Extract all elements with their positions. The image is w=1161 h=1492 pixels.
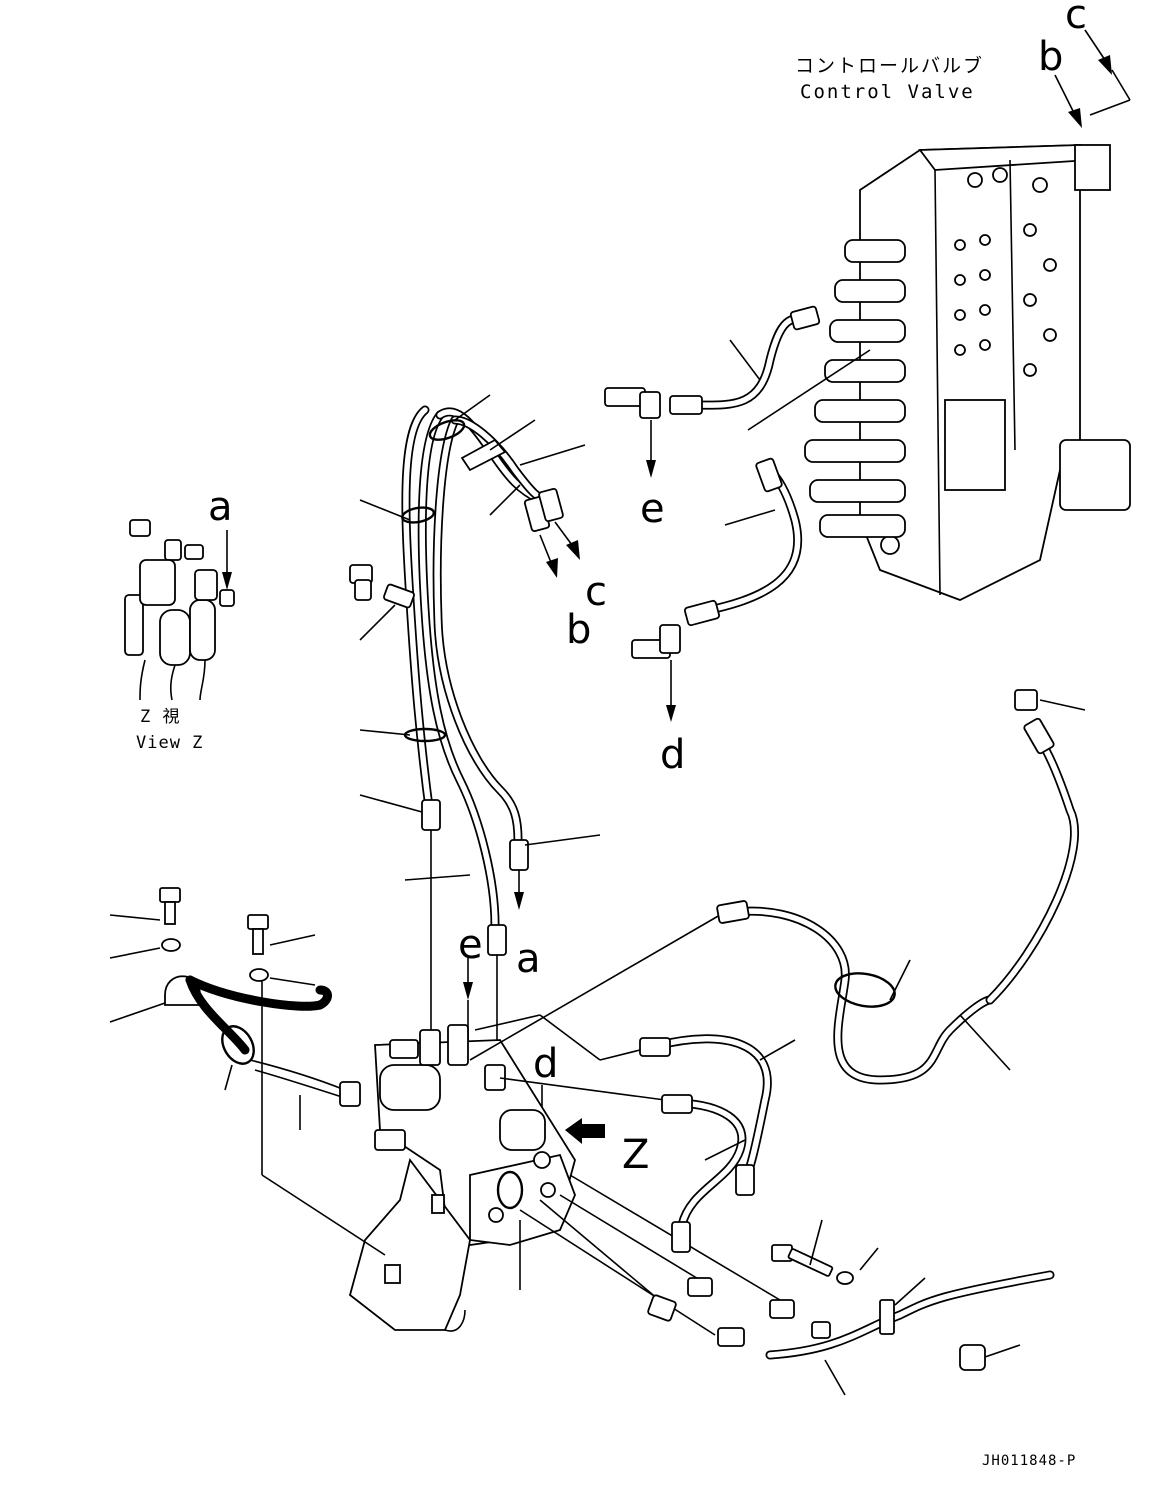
tee-fitting <box>349 564 415 609</box>
hose-bundle <box>401 405 560 930</box>
label-e-upper: e <box>640 486 665 532</box>
bolt-right <box>771 1244 834 1277</box>
label-d-upper: d <box>660 732 685 778</box>
view-label-jp: Z 視 <box>140 707 180 727</box>
hose-right-mid <box>639 1034 772 1196</box>
arrow-b-top <box>1054 74 1082 128</box>
label-z: Z <box>622 1132 649 1178</box>
label-a-bundle: a <box>516 936 541 982</box>
drawing-number: JH011848-P <box>982 1453 1076 1469</box>
arrow-d-upper <box>666 660 676 722</box>
fitting-elbow-e <box>604 387 661 419</box>
title-jp: コントロールバルブ <box>795 54 984 77</box>
arrow-a-bundle <box>514 870 524 910</box>
arrow-e-upper <box>646 420 656 478</box>
bolt-left-1 <box>159 887 181 925</box>
bolt-left-2 <box>247 914 269 955</box>
view-z-detail <box>124 519 235 701</box>
valve-ports <box>880 167 1057 555</box>
pilot-valve-assembly <box>348 1024 576 1332</box>
label-a-view: a <box>208 484 233 530</box>
label-e-lower: e <box>458 922 483 968</box>
title-en: Control Valve <box>800 81 975 103</box>
label-c-top: c <box>1065 0 1087 38</box>
label-b-top: b <box>1038 34 1063 80</box>
label-c-bundle: c <box>585 569 607 615</box>
label-b-bundle: b <box>566 607 591 653</box>
spool-actuators <box>804 239 906 538</box>
arrow-c-bundle <box>554 521 580 560</box>
fitting-elbow-d <box>631 624 681 659</box>
label-d-lower: d <box>533 1041 558 1087</box>
cv-hose-upper <box>669 305 821 415</box>
view-label-en: View Z <box>136 733 203 753</box>
cv-hose-lower <box>683 457 803 627</box>
hose-right-short <box>661 1094 747 1253</box>
arrow-b-bundle <box>539 534 558 578</box>
control-valve-assembly <box>804 144 1131 601</box>
arrow-c-top <box>1084 29 1131 116</box>
view-z-arrow <box>565 1118 605 1144</box>
hose-right-long <box>716 689 1079 1085</box>
hose-clamp-left <box>164 975 332 1065</box>
